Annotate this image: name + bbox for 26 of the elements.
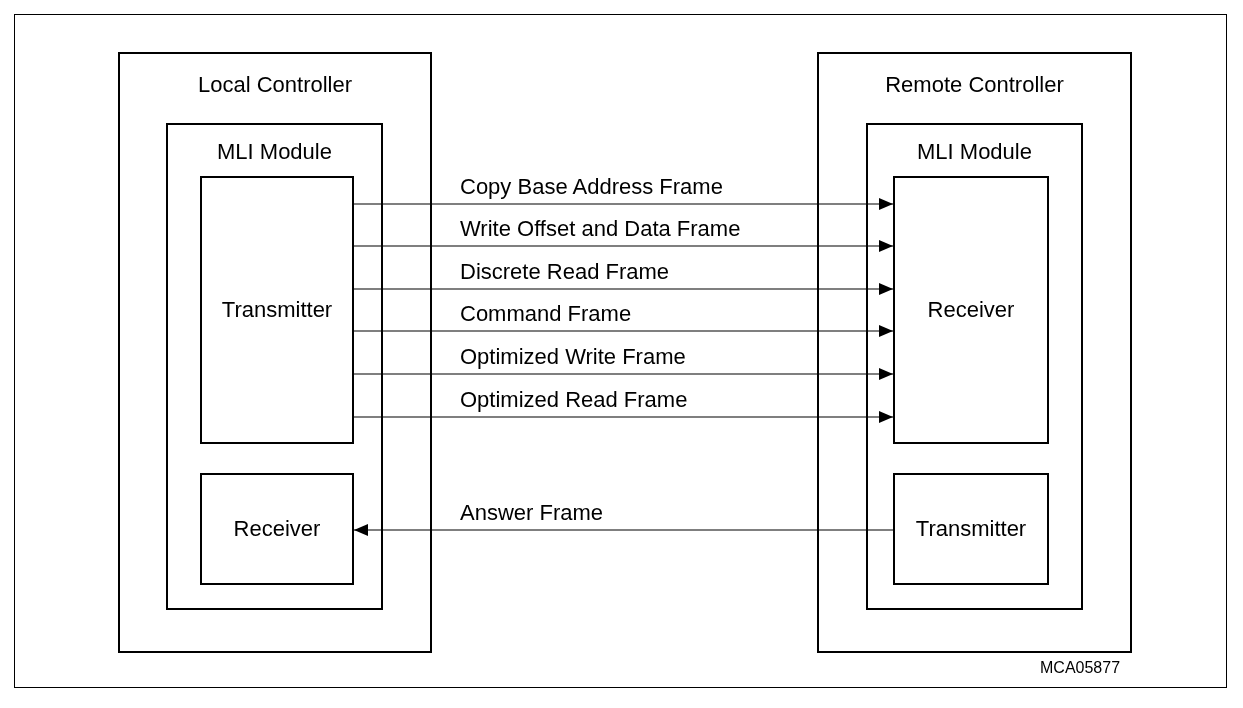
module-box	[166, 123, 383, 610]
node-label: Receiver	[927, 297, 1015, 323]
arrow	[353, 283, 894, 295]
arrow	[353, 198, 894, 210]
heading: Remote Controller	[884, 72, 1065, 98]
module-box	[866, 123, 1083, 610]
receiver-box	[200, 473, 354, 585]
transmitter-box	[200, 176, 354, 444]
arrow	[353, 524, 894, 536]
receiver-box	[893, 176, 1049, 444]
edge-label: Copy Base Address Frame	[458, 175, 725, 199]
controller-box	[118, 52, 432, 653]
node-label: Receiver	[233, 516, 321, 542]
arrow	[353, 240, 894, 252]
heading: MLI Module	[916, 139, 1033, 165]
node-label: Transmitter	[915, 516, 1027, 542]
edge-label: Optimized Write Frame	[458, 345, 688, 369]
arrow	[353, 368, 894, 380]
edge-label: Optimized Read Frame	[458, 388, 690, 412]
arrow	[353, 325, 894, 337]
arrow	[353, 411, 894, 423]
controller-box	[817, 52, 1132, 653]
heading: Local Controller	[196, 72, 354, 98]
heading: MLI Module	[216, 139, 333, 165]
transmitter-box	[893, 473, 1049, 585]
node-label: Transmitter	[221, 297, 333, 323]
